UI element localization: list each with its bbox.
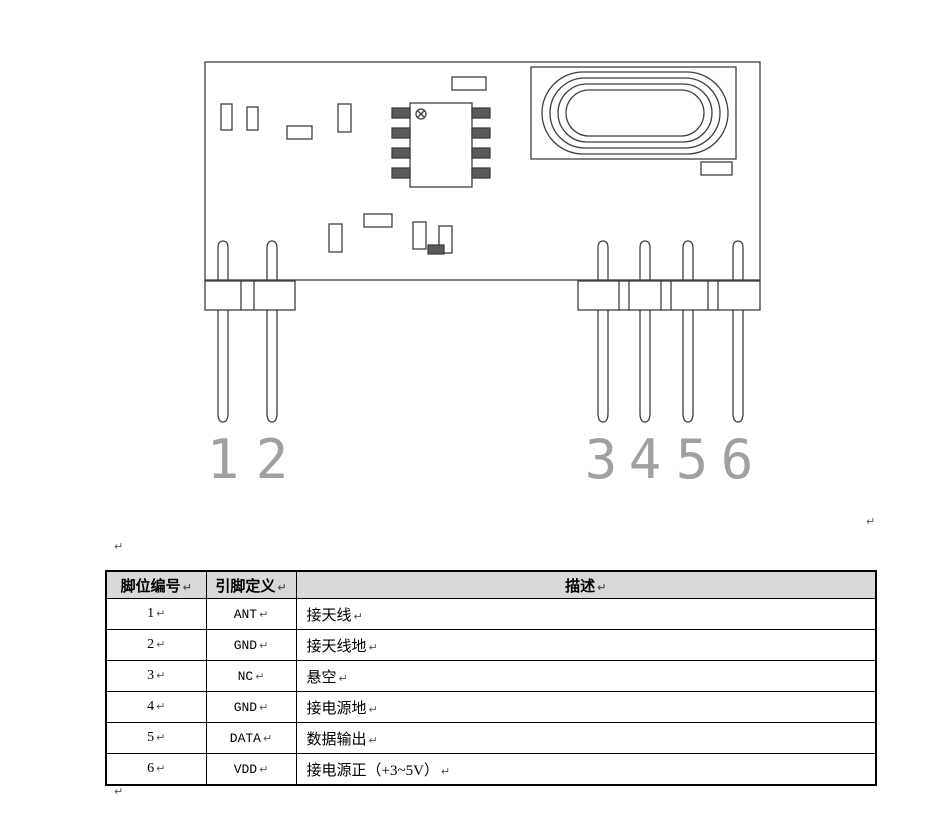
header-label: 脚位编号	[120, 578, 181, 595]
cell-description: 悬空↵	[295, 660, 877, 692]
paragraph-mark: ↵	[368, 702, 378, 716]
paragraph-mark: ↵	[353, 609, 363, 623]
pin-definition-text: DATA	[229, 730, 261, 746]
cell-pin-definition: NC↵	[205, 660, 297, 692]
table-row: 3↵ NC↵ 悬空↵	[105, 660, 877, 692]
cell-pin-number: 3↵	[105, 660, 207, 692]
col-header-pin-number: 脚位编号↵	[105, 570, 207, 599]
cell-pin-definition: VDD↵	[205, 753, 297, 786]
ic-pins	[391, 107, 491, 179]
table-header-row: 脚位编号↵ 引脚定义↵ 描述↵	[105, 570, 877, 599]
paragraph-mark: ↵	[368, 640, 378, 654]
col-header-description: 描述↵	[295, 570, 877, 599]
cell-pin-number: 6↵	[105, 753, 207, 786]
cell-pin-definition: GND↵	[205, 691, 297, 723]
pin-number-text: 3	[147, 668, 155, 683]
description-text: 悬空	[306, 669, 337, 686]
cell-pin-number: 2↵	[105, 629, 207, 661]
pin-number-text: 1	[147, 606, 155, 621]
pin-definition-table: 脚位编号↵ 引脚定义↵ 描述↵ 1↵ ANT↵ 接天线↵ 2↵ GND↵ 接天线…	[105, 570, 877, 786]
cell-description: 接电源正（+3~5V）↵	[295, 753, 877, 786]
col-header-pin-definition: 引脚定义↵	[205, 570, 297, 599]
pin-numbers: 1 2 3 4 5 6	[207, 428, 754, 491]
smd-components	[220, 76, 733, 255]
paragraph-mark: ↵	[259, 638, 269, 652]
paragraph-mark: ↵	[259, 762, 269, 776]
paragraph-mark: ↵	[255, 669, 265, 683]
paragraph-mark: ↵	[259, 607, 269, 621]
cell-description: 接天线地↵	[295, 629, 877, 661]
pin-definition-text: GND	[233, 699, 258, 715]
header-label: 描述	[565, 578, 596, 595]
paragraph-mark: ↵	[259, 700, 269, 714]
table-row: 2↵ GND↵ 接天线地↵	[105, 629, 877, 661]
pin-number-1: 1	[207, 428, 240, 491]
table-row: 4↵ GND↵ 接电源地↵	[105, 691, 877, 723]
pin-definition-text: GND	[233, 637, 258, 653]
table-row: 6↵ VDD↵ 接电源正（+3~5V）↵	[105, 753, 877, 786]
paragraph-mark: ↵	[866, 515, 876, 528]
pin-definition-text: NC	[237, 668, 254, 684]
description-text: 接天线地	[306, 638, 367, 655]
pin-header-right	[577, 240, 761, 423]
paragraph-mark: ↵	[114, 785, 124, 798]
table-row: 5↵ DATA↵ 数据输出↵	[105, 722, 877, 754]
cell-pin-number: 1↵	[105, 598, 207, 630]
module-drawing: 1 2 3 4 5 6	[204, 61, 761, 491]
cell-pin-number: 5↵	[105, 722, 207, 754]
paragraph-mark: ↵	[156, 731, 166, 744]
pin-number-6: 6	[721, 428, 754, 491]
description-text: 数据输出	[306, 731, 367, 748]
paragraph-mark: ↵	[156, 762, 166, 775]
coil-inductor	[530, 66, 737, 160]
pin1-marker-icon	[415, 108, 427, 120]
pin-number-5: 5	[676, 428, 709, 491]
cell-pin-definition: ANT↵	[205, 598, 297, 630]
pin-number-text: 6	[147, 761, 155, 776]
table-row: 1↵ ANT↵ 接天线↵	[105, 598, 877, 630]
cell-description: 接电源地↵	[295, 691, 877, 723]
pin-definition-text: VDD	[233, 761, 258, 777]
paragraph-mark: ↵	[277, 580, 287, 594]
header-label: 引脚定义	[215, 578, 276, 595]
pin-number-text: 5	[147, 730, 155, 745]
description-text: 接天线	[306, 607, 352, 624]
pin-number-3: 3	[585, 428, 618, 491]
pin-number-text: 2	[147, 637, 155, 652]
paragraph-mark: ↵	[182, 580, 192, 594]
pin-number-4: 4	[629, 428, 662, 491]
cell-pin-definition: GND↵	[205, 629, 297, 661]
pin-definition-text: ANT	[233, 606, 258, 622]
ic-chip	[391, 102, 491, 188]
paragraph-mark: ↵	[156, 638, 166, 651]
cell-description: 接天线↵	[295, 598, 877, 630]
paragraph-mark: ↵	[597, 580, 607, 594]
cell-pin-definition: DATA↵	[205, 722, 297, 754]
pin-header-left	[204, 240, 296, 423]
cell-description: 数据输出↵	[295, 722, 877, 754]
paragraph-mark: ↵	[156, 669, 166, 682]
paragraph-mark: ↵	[156, 700, 166, 713]
paragraph-mark: ↵	[156, 607, 166, 620]
paragraph-mark: ↵	[368, 733, 378, 747]
description-text: 接电源地	[306, 700, 367, 717]
paragraph-mark: ↵	[440, 764, 451, 778]
paragraph-mark: ↵	[338, 671, 348, 685]
description-text: 接电源正（+3~5V）	[306, 762, 439, 779]
paragraph-mark: ↵	[263, 731, 273, 745]
paragraph-mark: ↵	[114, 540, 124, 553]
pcb-outline	[204, 61, 761, 281]
cell-pin-number: 4↵	[105, 691, 207, 723]
pin-number-2: 2	[256, 428, 289, 491]
pin-number-text: 4	[147, 699, 155, 714]
